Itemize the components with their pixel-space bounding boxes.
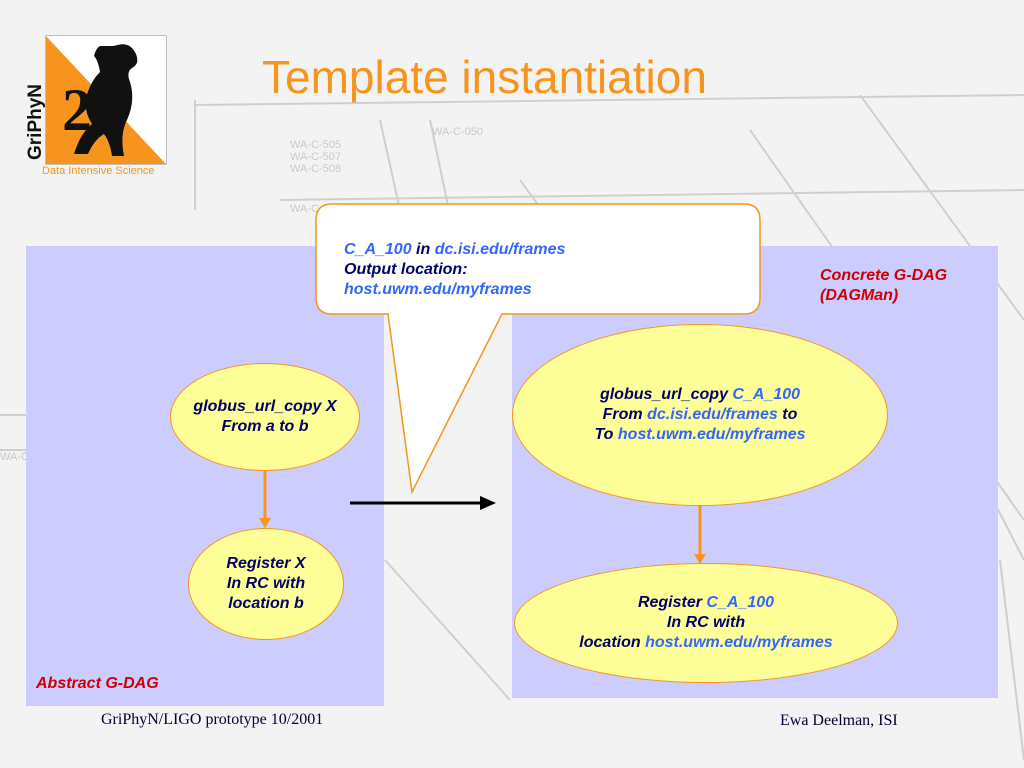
logo-tagline: Data Intensive Science (42, 165, 155, 177)
registered-location: host.uwm.edu/myframes (645, 634, 833, 651)
output-location: host.uwm.edu/myframes (344, 281, 532, 298)
abstract-node-copy: globus_url_copy X From a to b (170, 363, 360, 471)
svg-text:2: 2 (62, 77, 92, 143)
node-text: From a to b (221, 418, 309, 435)
node-text: In RC with (226, 575, 306, 592)
concrete-node-copy: globus_url_copy C_A_100 From dc.isi.edu/… (512, 324, 888, 506)
bg-label: WA-C-505 (290, 139, 341, 151)
destination-location: host.uwm.edu/myframes (617, 426, 806, 443)
concrete-node-register: Register C_A_100 In RC with location hos… (514, 563, 898, 683)
bg-label: WA-C (0, 451, 29, 463)
source-location: dc.isi.edu/frames (647, 406, 778, 423)
callout-line: Output location: (344, 261, 468, 278)
node-line: location host.uwm.edu/myframes (579, 633, 832, 653)
slide-title: Template instantiation (262, 51, 707, 103)
logical-file-name: C_A_100 (344, 241, 412, 258)
abstract-panel (26, 246, 384, 706)
node-text: In RC with (666, 614, 746, 631)
node-line: From dc.isi.edu/frames to (594, 405, 805, 425)
node-text: to (777, 406, 798, 423)
logical-file-name: C_A_100 (706, 594, 775, 611)
abstract-node-register: Register X In RC with location b (188, 528, 344, 640)
node-text: location (579, 634, 646, 651)
bg-label: WA-C-507 (290, 151, 341, 163)
callout-text: C_A_100 in dc.isi.edu/frames Output loca… (344, 240, 744, 300)
bg-label: WA-C-050 (432, 126, 483, 138)
node-line: globus_url_copy C_A_100 (594, 385, 805, 405)
source-location: dc.isi.edu/frames (434, 241, 566, 258)
abstract-dag-label: Abstract G-DAG (36, 675, 159, 692)
node-text: globus_url_copy X (193, 398, 337, 415)
instantiation-arrowhead (480, 496, 496, 510)
bg-label: WA-C-508 (290, 163, 341, 175)
griphyn-logo: 2 GriPhyN Data Intensive Science (22, 30, 182, 180)
concrete-dag-label: Concrete G-DAG (DAGMan) (820, 266, 947, 306)
callout-word: in (411, 241, 435, 258)
abstract-edge-arrowhead (259, 518, 271, 528)
node-text: Register (637, 594, 707, 611)
footer-right: Ewa Deelman, ISI (780, 712, 898, 729)
node-text: location b (228, 595, 304, 612)
callout-line: C_A_100 in dc.isi.edu/frames (344, 240, 744, 260)
logo-wordmark: GriPhyN (25, 84, 46, 160)
bg-label: WA-C (290, 203, 319, 215)
node-text: globus_url_copy (599, 386, 733, 403)
node-line: Register C_A_100 (579, 593, 832, 613)
concrete-label-line1: Concrete G-DAG (820, 267, 948, 284)
concrete-edge-arrowhead (694, 554, 706, 564)
footer-left: GriPhyN/LIGO prototype 10/2001 (101, 711, 324, 728)
concrete-label-line2: (DAGMan) (820, 287, 899, 304)
node-text: To (594, 426, 618, 443)
logo-graphic: 2 GriPhyN Data Intensive Science (25, 35, 167, 177)
logical-file-name: C_A_100 (732, 386, 801, 403)
node-text: From (602, 406, 648, 423)
node-line: To host.uwm.edu/myframes (594, 425, 805, 445)
node-text: Register X (226, 555, 306, 572)
